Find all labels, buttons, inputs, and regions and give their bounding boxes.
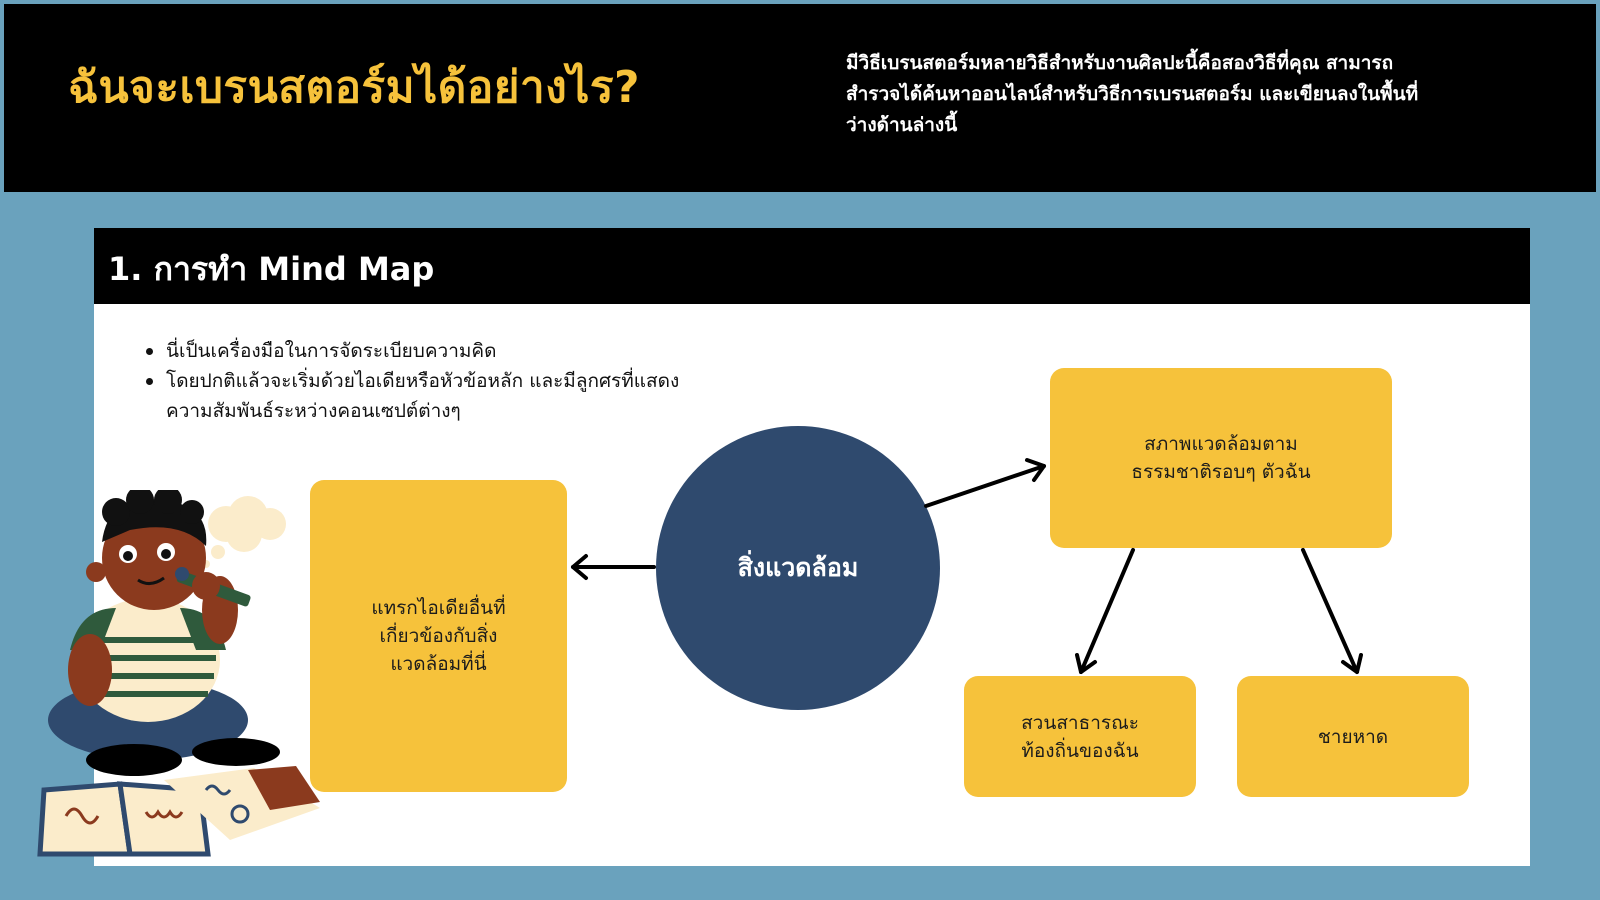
bullet-item: นี่เป็นเครื่องมือในการจัดระเบียบความคิด <box>146 336 706 366</box>
bullet-item: โดยปกติแล้วจะเริ่มด้วยไอเดียหรือหัวข้อหล… <box>146 366 706 426</box>
intro-text: มีวิธีเบรนสตอร์มหลายวิธีสำหรับงานศิลปะนี… <box>846 52 1419 136</box>
mindmap-box-bottom-right[interactable]: ชายหาด <box>1237 676 1469 797</box>
paper-icon <box>164 766 320 840</box>
mindmap-box-left[interactable]: แทรกไอเดียอื่นที่ เกี่ยวข้องกับสิ่ง แวดล… <box>310 480 567 792</box>
page-title: ฉันจะเบรนสตอร์มได้อย่างไร? <box>68 62 641 113</box>
thought-bubble-icon <box>202 496 286 568</box>
child-thinking-illustration <box>37 490 320 857</box>
section-header: 1. การทำ Mind Map <box>94 228 1530 304</box>
mindmap-center-node[interactable]: สิ่งแวดล้อม <box>656 426 940 710</box>
bullet-list: นี่เป็นเครื่องมือในการจัดระเบียบความคิด … <box>146 336 706 426</box>
section-title: 1. การทำ Mind Map <box>108 250 435 288</box>
top-banner <box>4 4 1596 192</box>
mindmap-box-top-right[interactable]: สภาพแวดล้อมตาม ธรรมชาติรอบๆ ตัวฉัน <box>1050 368 1392 548</box>
mindmap-box-bottom-middle[interactable]: สวนสาธารณะ ท้องถิ่นของฉัน <box>964 676 1196 797</box>
